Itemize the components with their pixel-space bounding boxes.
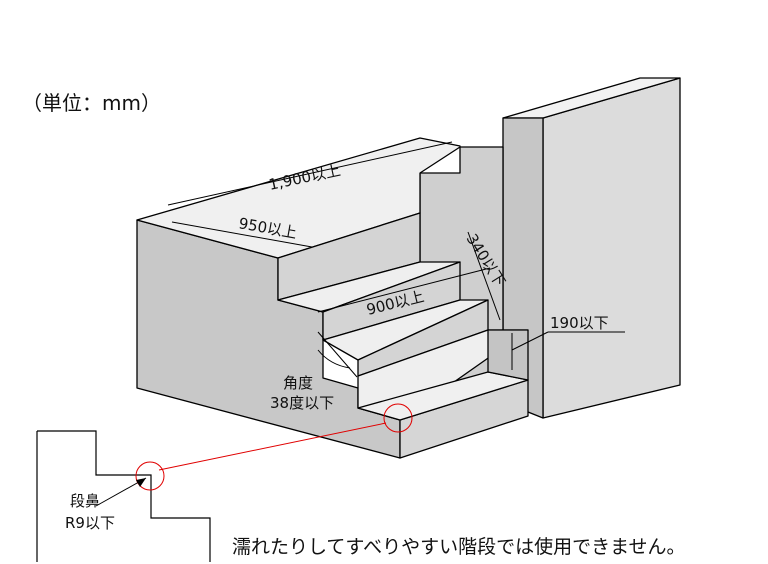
nosing-highlight-circle <box>383 403 413 433</box>
nosing-detail-outline <box>36 430 211 562</box>
tread-depth-line <box>467 231 501 321</box>
total-depth-line <box>167 141 453 206</box>
step3-side <box>487 329 529 381</box>
angle-value: 38度以下 <box>270 394 334 412</box>
nosing-arrowhead <box>136 478 146 487</box>
landing-depth-line <box>171 221 313 248</box>
nosing-connector <box>158 422 387 471</box>
warning-note: 濡れたりしてすべりやすい階段では使用できません。 <box>232 536 686 558</box>
tread-width-line <box>317 267 491 313</box>
angle-arc <box>317 349 351 369</box>
angle-title: 角度 <box>283 374 313 392</box>
nosing-title: 段鼻 <box>70 492 100 510</box>
tower-right-face <box>542 77 681 419</box>
riser-leader <box>511 331 549 351</box>
stair-block <box>136 77 681 459</box>
unit-label: （単位：mm） <box>22 91 161 115</box>
riser-height-label: 190以下 <box>550 314 609 332</box>
dimension-lines <box>167 141 625 378</box>
nosing-detail-circle <box>135 461 165 491</box>
angle-leader <box>317 331 358 378</box>
nosing-radius: R9以下 <box>65 514 115 532</box>
